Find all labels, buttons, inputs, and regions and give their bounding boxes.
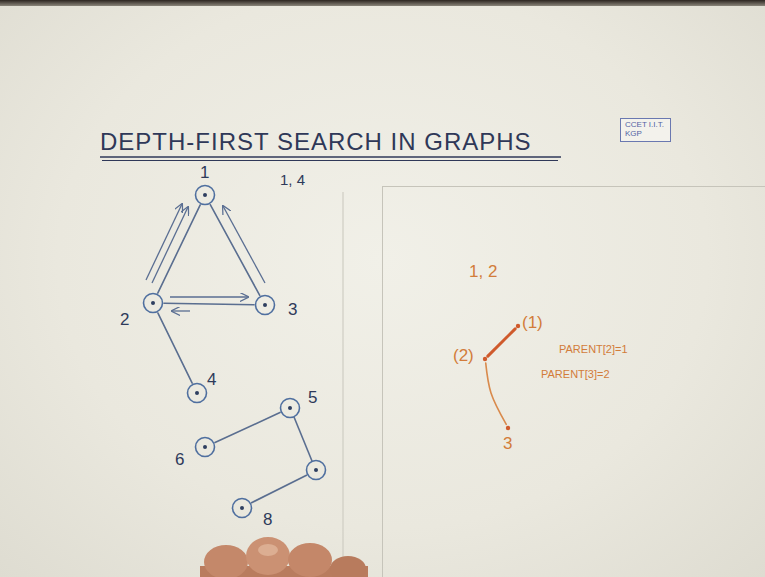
tree-vertex: 3 xyxy=(504,424,512,432)
vertex-label: 6 xyxy=(175,451,184,468)
graph-edge xyxy=(158,205,200,293)
vertex-dot xyxy=(203,193,207,197)
hand-finger xyxy=(246,537,290,575)
vertex-shape xyxy=(186,382,208,404)
tree-edge xyxy=(488,329,515,356)
vertex-ring xyxy=(188,384,207,403)
logo-box: CCET I.I.T. KGP xyxy=(620,118,671,142)
traversal-arrow xyxy=(152,207,188,283)
graph-vertex: 2 xyxy=(142,292,164,314)
panel-note: PARENT[3]=2 xyxy=(541,369,610,380)
vertex-shape xyxy=(231,497,253,519)
vertex-label: 2 xyxy=(120,311,129,328)
graph-edge xyxy=(251,475,307,503)
vertex-dot xyxy=(203,445,207,449)
vertex-dot xyxy=(288,406,292,410)
vertex-shape xyxy=(194,184,216,206)
hand-finger xyxy=(288,543,332,577)
traversal-arrow xyxy=(146,204,182,280)
vertex-label: 5 xyxy=(308,389,317,406)
traversal-arrow xyxy=(223,206,265,283)
board-top-edge xyxy=(0,0,765,6)
graph-vertex: 6 xyxy=(194,436,216,458)
traversal-arrow xyxy=(172,310,190,311)
tree-vertex: (1) xyxy=(514,322,522,330)
logo-text: CCET I.I.T. KGP xyxy=(625,121,666,139)
vertex-ring xyxy=(144,294,163,313)
graph-edge xyxy=(210,205,259,296)
vertex-shape xyxy=(254,294,276,316)
graph-vertex: 3 xyxy=(254,294,276,316)
vertex-dot xyxy=(263,303,267,307)
tree-dot-shape xyxy=(504,424,512,432)
vertex-label: 3 xyxy=(288,301,297,318)
hand-finger xyxy=(330,556,366,577)
graph-vertex: 4 xyxy=(186,382,208,404)
vertex-label: 1 xyxy=(200,164,209,181)
graph-edge xyxy=(164,303,254,305)
tree-dot xyxy=(483,357,487,361)
panel-note: 1, 2 xyxy=(469,263,497,280)
vertex-dot xyxy=(195,391,199,395)
vertex-dot xyxy=(314,468,318,472)
graph-edge xyxy=(215,413,280,443)
dfs-tree-panel: 1, 2 PARENT[2]=1PARENT[3]=2 (1) (2) 3 xyxy=(382,186,765,577)
vertex-shape xyxy=(279,397,301,419)
vertex-ring xyxy=(196,438,215,457)
graph-vertex: 1 xyxy=(194,184,216,206)
tree-dot xyxy=(516,324,520,328)
graph-edge xyxy=(294,417,312,461)
board-divider xyxy=(342,192,343,577)
vertex-label: (2) xyxy=(453,347,474,364)
vertex-dot xyxy=(240,506,244,510)
slide-title: DEPTH-FIRST SEARCH IN GRAPHS xyxy=(100,130,532,154)
vertex-ring xyxy=(256,296,275,315)
vertex-ring xyxy=(196,186,215,205)
tree-edge xyxy=(486,363,507,424)
vertex-ring xyxy=(307,461,326,480)
vertex-label: 8 xyxy=(263,511,272,528)
tree-dot xyxy=(506,426,510,430)
vertex-ring xyxy=(233,499,252,518)
tree-vertex: (2) xyxy=(481,355,489,363)
traversal-arrow xyxy=(170,296,248,297)
vertex-shape xyxy=(142,292,164,314)
panel-note: PARENT[2]=1 xyxy=(559,344,628,355)
tree-dot-shape xyxy=(481,355,489,363)
tree-dot-shape xyxy=(514,322,522,330)
graph-vertex-unlabelled xyxy=(307,461,326,480)
graph-edge xyxy=(158,313,192,383)
lecturer-hand xyxy=(200,537,368,577)
visit-order-note: 1, 4 xyxy=(280,172,305,187)
vertex-ring xyxy=(281,399,300,418)
hand-finger xyxy=(204,545,248,577)
vertex-label: 4 xyxy=(207,371,216,388)
hand-highlight xyxy=(258,544,278,556)
graph-vertex: 8 xyxy=(231,497,253,519)
title-underline xyxy=(102,160,558,161)
vertex-label: 3 xyxy=(503,435,512,452)
vertex-label: (1) xyxy=(522,314,543,331)
vertex-shape xyxy=(194,436,216,458)
vertex-dot xyxy=(151,301,155,305)
graph-vertex: 5 xyxy=(279,397,301,419)
title-underline xyxy=(100,156,561,158)
traversal-arrows xyxy=(146,204,265,311)
